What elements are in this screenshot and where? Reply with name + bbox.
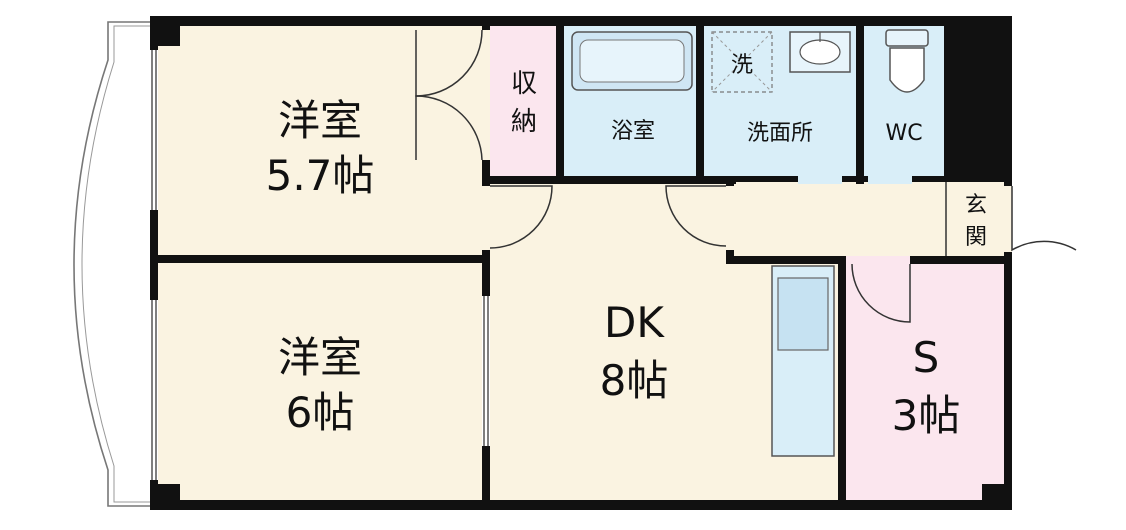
washer-mark: 洗	[731, 53, 753, 78]
room-service-size: 3帖	[892, 391, 961, 440]
room-service-name: S	[913, 333, 940, 382]
wc-label: WC	[885, 121, 922, 146]
kitchen-counter-icon	[771, 265, 835, 457]
sliding-door-dk	[482, 296, 490, 446]
door-swing-icon	[415, 29, 1077, 323]
room-western-bottom-floor	[152, 260, 486, 506]
entrance-label-line1: 玄	[965, 193, 987, 218]
room-western-bottom-size: 6帖	[286, 388, 355, 437]
washbasin-icon	[789, 31, 851, 73]
room-western-top-size: 5.7帖	[266, 151, 375, 200]
room-western-top-name: 洋室	[278, 96, 362, 145]
storage-label-line2: 納	[511, 107, 537, 137]
bath-label: 浴室	[611, 119, 655, 144]
windows-left	[150, 50, 158, 480]
bathtub-icon	[571, 31, 693, 91]
entrance-label-line2: 関	[965, 225, 987, 250]
room-service-floor	[844, 260, 1010, 506]
hallway-floor	[730, 180, 1010, 260]
storage-label-line1: 収	[511, 69, 537, 99]
toilet-icon	[885, 29, 929, 93]
washroom-label: 洗面所	[747, 121, 813, 146]
room-dk-name: DK	[604, 298, 665, 347]
balcony	[73, 21, 152, 507]
storage-floor	[486, 22, 562, 180]
room-dk-size: 8帖	[600, 356, 669, 405]
room-western-bottom-name: 洋室	[278, 333, 362, 382]
room-western-top-floor	[152, 22, 486, 260]
washing-machine-icon	[711, 31, 773, 93]
